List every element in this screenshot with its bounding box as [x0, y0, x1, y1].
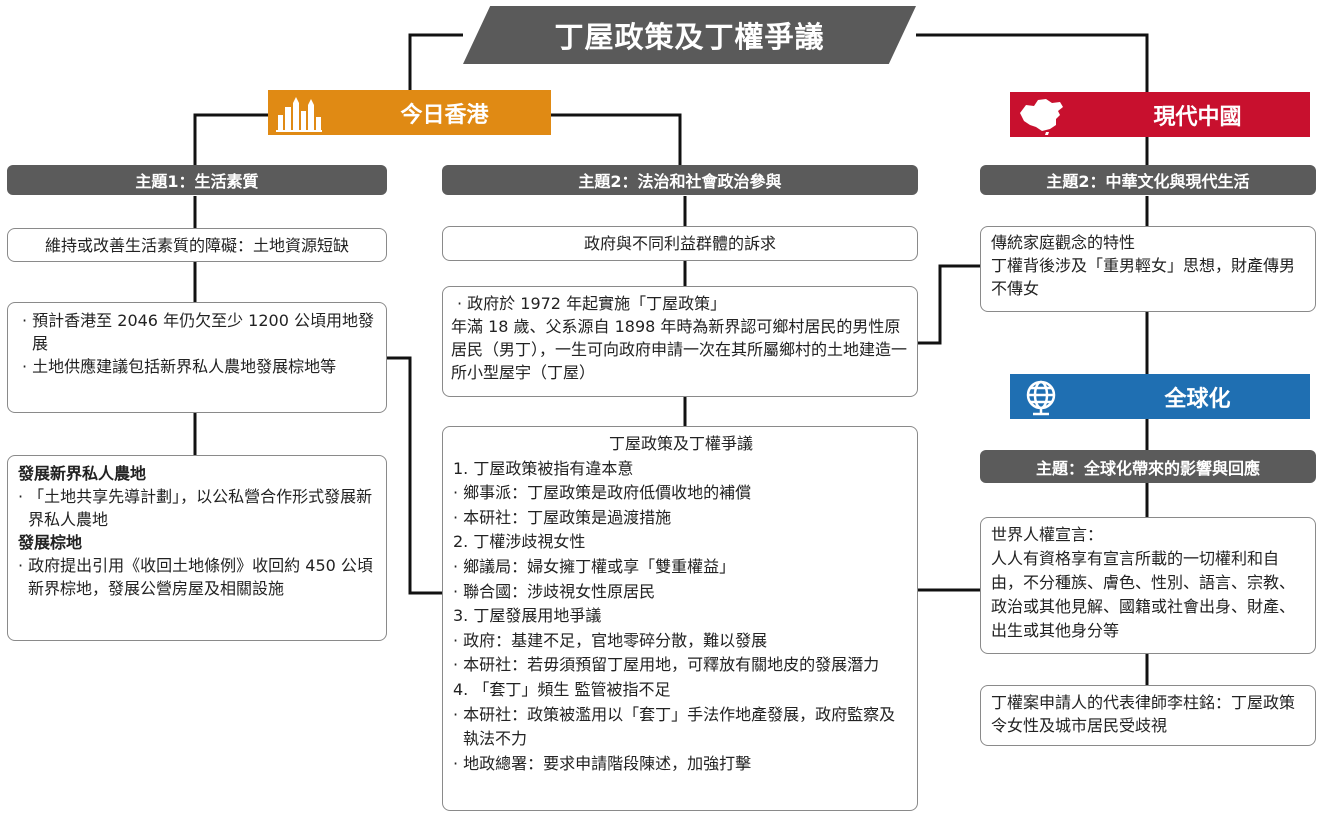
- controversy-heading-1: 1. 丁屋政策被指有違本意: [453, 458, 634, 478]
- globe-icon: [1026, 380, 1056, 416]
- land-shortfall-item: · 預計香港至 2046 年仍欠至少 1200 公頃用地發展: [22, 311, 374, 353]
- skyline-icon: [276, 97, 322, 132]
- controversy-item: · 鄉議局：婦女擁丁權或享「雙重權益」: [453, 556, 736, 576]
- land-development-box: 發展新界私人農地 · 「土地共享先導計劃」，以公私營合作形式發展新界私人農地 發…: [7, 455, 387, 641]
- theme-quality-of-life: 主題1：生活素質: [7, 165, 387, 195]
- category-globalization-label: 全球化: [1164, 386, 1231, 412]
- family-values-title: 傳統家庭觀念的特性: [991, 233, 1136, 252]
- controversy-item: · 本研社：丁屋政策是過渡措施: [453, 507, 672, 527]
- family-values-box: 傳統家庭觀念的特性 丁權背後涉及「重男輕女」思想，財產傳男不傳女: [980, 226, 1316, 312]
- land-supply-box: · 預計香港至 2046 年仍欠至少 1200 公頃用地發展 · 土地供應建議包…: [7, 302, 387, 413]
- human-rights-body: 人人有資格享有宣言所載的一切權利和自由，不分種族、膚色、性別、語言、宗教、政治或…: [991, 549, 1296, 640]
- lawyer-quote-box: 丁權案申請人的代表律師李柱銘：丁屋政策令女性及城市居民受歧視: [980, 685, 1316, 746]
- controversy-item: · 鄉事派：丁屋政策是政府低價收地的補償: [453, 483, 752, 503]
- controversy-heading-2: 2. 丁權涉歧視女性: [453, 532, 586, 552]
- land-shortage-box: 維持或改善生活素質的障礙：土地資源短缺: [7, 228, 387, 262]
- china-map-icon: [1020, 99, 1063, 135]
- human-rights-box: 世界人權宣言： 人人有資格享有宣言所載的一切權利和自由，不分種族、膚色、性別、語…: [980, 517, 1316, 654]
- theme-rule-of-law: 主題2：法治和社會政治參與: [442, 165, 918, 195]
- category-globalization: 全球化: [1010, 374, 1310, 419]
- controversy-heading-3: 3. 丁屋發展用地爭議: [453, 606, 602, 626]
- category-hong-kong: 今日香港: [268, 90, 551, 135]
- policy-description: 年滿 18 歲、父系源自 1898 年時為新界認可鄉村居民的男性原居民（男丁），…: [451, 317, 908, 382]
- controversy-item: · 本研社：政策被濫用以「套丁」手法作地產發展，政府監察及執法不力: [453, 704, 896, 749]
- policy-heading: · 政府於 1972 年起實施「丁屋政策」: [457, 294, 727, 313]
- controversy-item: · 本研社：若毋須預留丁屋用地，可釋放有關地皮的發展潛力: [453, 655, 880, 675]
- human-rights-title: 世界人權宣言：: [991, 525, 1104, 544]
- interest-groups-box: 政府與不同利益群體的訴求: [442, 226, 918, 261]
- category-modern-china-label: 現代中國: [1153, 104, 1242, 130]
- category-modern-china: 現代中國: [1010, 92, 1310, 137]
- category-hong-kong-label: 今日香港: [400, 102, 489, 128]
- small-house-policy-box: · 政府於 1972 年起實施「丁屋政策」 年滿 18 歲、父系源自 1898 …: [442, 286, 918, 397]
- theme-globalization: 主題：全球化帶來的影響與回應: [980, 450, 1316, 483]
- main-title: 丁屋政策及丁權爭議: [463, 6, 916, 64]
- controversy-item: · 聯合國：涉歧視女性原居民: [453, 581, 656, 601]
- brownfield-item: · 政府提出引用《收回土地條例》收回約 450 公頃新界棕地，發展公營房屋及相關…: [18, 556, 373, 598]
- farmland-item: · 「土地共享先導計劃」，以公私營合作形式發展新界私人農地: [18, 487, 373, 529]
- controversy-title: 丁屋政策及丁權爭議: [608, 434, 753, 453]
- theme-chinese-culture: 主題2：中華文化與現代生活: [980, 165, 1316, 195]
- land-supply-item: · 土地供應建議包括新界私人農地發展棕地等: [22, 357, 337, 376]
- controversy-heading-4: 4. 「套丁」頻生 監管被指不足: [453, 679, 671, 699]
- brownfield-heading: 發展棕地: [18, 533, 83, 552]
- farmland-heading: 發展新界私人農地: [18, 464, 147, 483]
- controversy-item: · 地政總署：要求申請階段陳述，加強打擊: [453, 753, 752, 773]
- family-values-body: 丁權背後涉及「重男輕女」思想，財產傳男不傳女: [991, 256, 1296, 298]
- controversy-box: 丁屋政策及丁權爭議 1. 丁屋政策被指有違本意 · 鄉事派：丁屋政策是政府低價收…: [442, 426, 918, 811]
- controversy-item: · 政府：基建不足，官地零碎分散，難以發展: [453, 630, 768, 650]
